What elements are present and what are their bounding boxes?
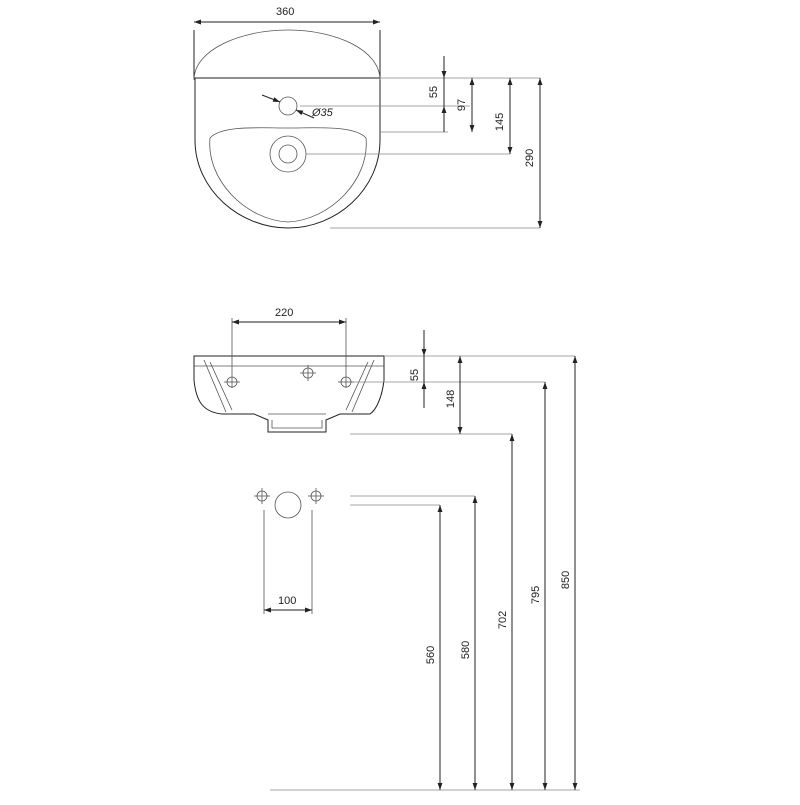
dim-360-label: 360 <box>276 6 294 18</box>
dim-795-label: 795 <box>530 586 542 604</box>
dim-55-front-label: 55 <box>409 369 421 381</box>
dim-100-label: 100 <box>278 595 296 607</box>
waste-outer <box>269 135 307 173</box>
front-view: 220 55 148 <box>193 307 575 435</box>
basin-outline-plan <box>193 30 381 229</box>
dim-97-label: 97 <box>456 99 468 111</box>
height-dimensions: 560 580 702 795 850 <box>270 356 580 791</box>
dim-55-top-label: 55 <box>428 86 440 98</box>
tap-hole <box>278 96 298 116</box>
basin-outline-front <box>193 355 385 433</box>
dim-145-label: 145 <box>494 113 506 131</box>
bowl-outline-plan <box>209 127 367 223</box>
dim-290-label: 290 <box>524 149 536 167</box>
dim-220-label: 220 <box>275 307 293 319</box>
dim-580-label: 580 <box>460 641 472 659</box>
waste-inner <box>278 144 298 164</box>
dim-702-label: 702 <box>497 611 509 629</box>
wall-waste-hole <box>274 491 302 519</box>
wall-view: 100 <box>254 488 475 614</box>
dim-560-label: 560 <box>425 646 437 664</box>
dim-850-label: 850 <box>560 571 572 589</box>
dim-148-label: 148 <box>445 390 457 408</box>
dim-diameter-label: Ø35 <box>311 107 334 119</box>
top-view: 360 Ø35 55 97 145 290 <box>193 6 543 229</box>
